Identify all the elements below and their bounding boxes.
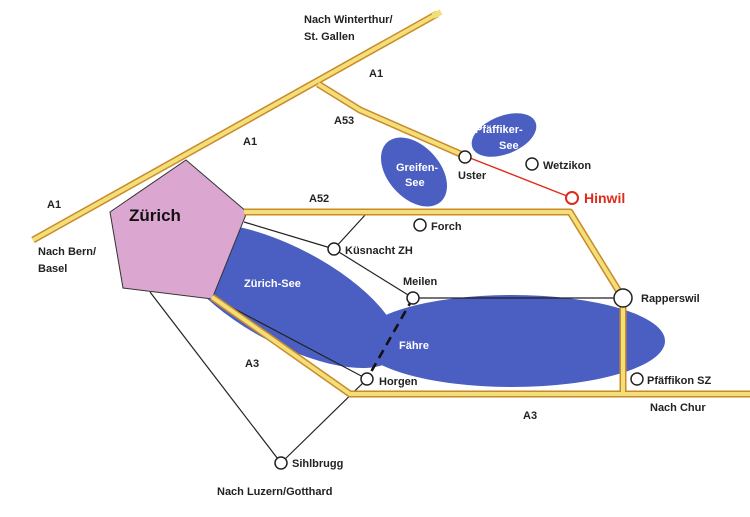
lake-label-greifensee-2: See — [405, 177, 425, 189]
marker-sihlbrugg — [274, 456, 288, 470]
marker-uster — [458, 150, 472, 164]
road-kuesnacht-forch — [333, 213, 367, 250]
marker-forch — [413, 218, 427, 232]
motorway-label-a3-west: A3 — [245, 358, 259, 370]
lake-label-greifensee-1: Greifen- — [396, 162, 439, 174]
place-label-pfaeffikon-sz: Pfäffikon SZ — [647, 375, 711, 387]
direction-south: Nach Luzern/Gotthard — [217, 486, 333, 498]
marker-horgen — [360, 372, 374, 386]
city-label-zurich: Zürich — [129, 206, 181, 225]
destination-label-hinwil: Hinwil — [584, 190, 625, 206]
motorway-a53 — [316, 82, 466, 158]
place-label-uster: Uster — [458, 170, 487, 182]
place-markers — [274, 150, 644, 470]
lake-label-pfaeffikersee-2: See — [499, 140, 519, 152]
lake-obersee-shape — [359, 295, 665, 387]
route-uster-hinwil — [464, 155, 573, 199]
lake-pfaeffikersee-shape — [471, 113, 537, 157]
motorway-a1 — [32, 12, 438, 242]
a1-end-cap — [431, 9, 443, 19]
city-area-zurich — [109, 159, 248, 300]
marker-pfaeffikon-sz — [630, 372, 644, 386]
road-zurich-kuesnacht — [243, 221, 335, 250]
motorway-label-a1-north: A1 — [369, 68, 383, 80]
place-label-wetzikon: Wetzikon — [543, 160, 591, 172]
marker-wetzikon — [525, 157, 539, 171]
motorway-label-a3-east: A3 — [523, 410, 537, 422]
place-label-meilen: Meilen — [403, 276, 438, 288]
road-zurich-sihlbrugg — [149, 291, 282, 464]
marker-hinwil — [565, 191, 579, 205]
road-kuesnacht-meilen — [333, 248, 414, 299]
direction-northeast-line1: Nach Winterthur/ — [304, 14, 393, 26]
marker-kuesnacht — [327, 242, 341, 256]
marker-meilen — [406, 291, 420, 305]
lake-label-zurichsee: Zürich-See — [244, 278, 301, 290]
direction-northeast-line2: St. Gallen — [304, 31, 355, 43]
motorway-label-a53: A53 — [334, 115, 354, 127]
lake-label-obersee: Fähre — [399, 340, 429, 352]
place-label-kuesnacht: Küsnacht ZH — [345, 245, 413, 257]
road-zurich-horgen — [211, 296, 368, 380]
place-label-forch: Forch — [431, 221, 462, 233]
place-label-rapperswil: Rapperswil — [641, 293, 700, 305]
lake-zurichsee-shape — [175, 223, 399, 369]
direction-west-line2: Basel — [38, 263, 67, 275]
place-label-horgen: Horgen — [379, 376, 418, 388]
ferry-meilen-horgen — [365, 297, 415, 380]
motorway-a52 — [244, 210, 625, 396]
direction-west-line1: Nach Bern/ — [38, 246, 96, 258]
lake-greifensee-shape — [380, 137, 448, 207]
motorway-a3 — [210, 295, 750, 396]
motorways — [32, 12, 750, 396]
motorway-label-a1-west: A1 — [47, 199, 61, 211]
motorway-label-a1-mid: A1 — [243, 136, 257, 148]
marker-rapperswil — [613, 288, 633, 308]
direction-east: Nach Chur — [650, 402, 706, 414]
lake-label-pfaeffikersee-1: Pfäffiker- — [475, 124, 523, 136]
motorway-label-a52: A52 — [309, 193, 329, 205]
place-label-sihlbrugg: Sihlbrugg — [292, 458, 343, 470]
